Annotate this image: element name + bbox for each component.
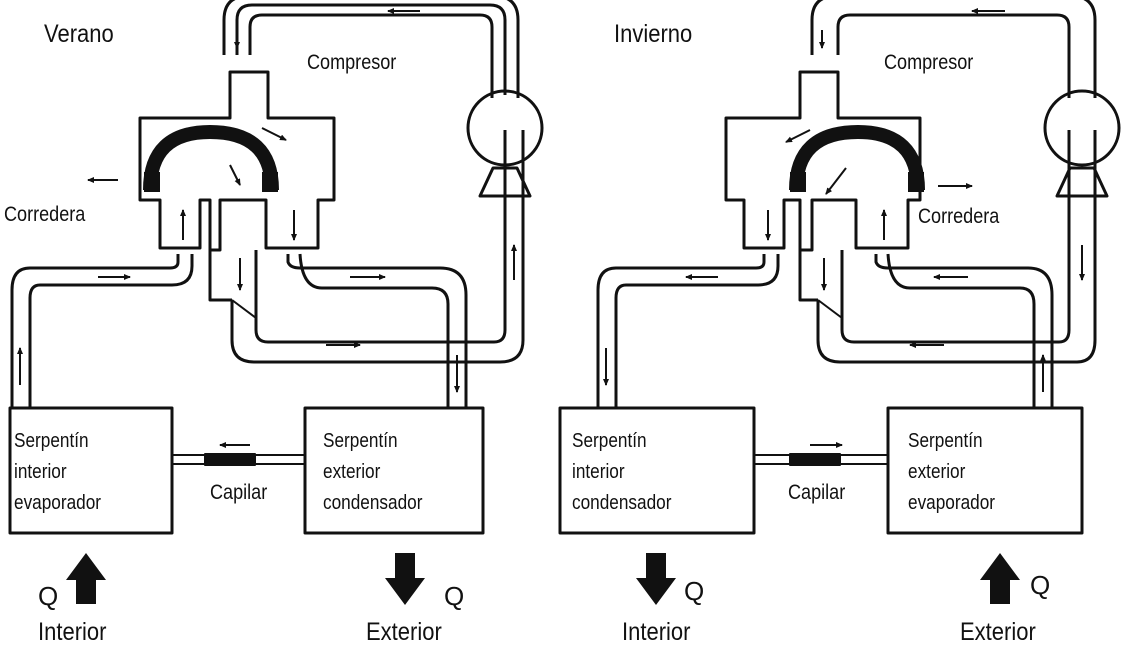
summer-outdoor-place: Exterior (366, 618, 442, 646)
summer-indoor-coil-line3: evaporador (14, 492, 102, 514)
winter-indoor-q: Q (684, 576, 705, 606)
winter-indoor-place: Interior (622, 618, 691, 646)
summer-indoor-place: Interior (38, 618, 107, 646)
heat-arrow-indoor-right (636, 553, 676, 605)
heat-arrow-outdoor-left (385, 553, 425, 605)
compressor-right (1043, 89, 1121, 198)
heat-arrow-indoor-left (66, 553, 106, 604)
summer-outdoor-coil-line3: condensador (323, 492, 423, 514)
winter-outdoor-coil-label: Serpentín exterior evaporador (908, 426, 995, 519)
indoor-coil-left (8, 406, 174, 535)
summer-panel (8, 0, 544, 605)
winter-outdoor-coil-line2: exterior (908, 461, 966, 483)
capillary-left (172, 453, 305, 466)
winter-capillary-label: Capilar (788, 481, 846, 504)
winter-slide-label: Corredera (918, 205, 1000, 228)
summer-outdoor-coil-label: Serpentín exterior condensador (323, 426, 422, 519)
reversing-valve-right (724, 70, 925, 252)
winter-compressor-label: Compresor (884, 51, 974, 74)
summer-indoor-coil-label: Serpentín interior evaporador (14, 426, 101, 519)
flow-arrows-right (603, 8, 1085, 448)
outdoor-coil-right (886, 406, 1084, 535)
summer-outdoor-coil-line1: Serpentín (323, 430, 398, 452)
discharge-pipe-left (222, 0, 520, 98)
summer-outdoor-q: Q (444, 581, 465, 611)
outdoor-pipe-left (286, 253, 468, 408)
winter-indoor-coil-label: Serpentín interior condensador (572, 426, 671, 519)
summer-outdoor-coil-line2: exterior (323, 461, 381, 483)
winter-panel (558, 0, 1121, 605)
summer-indoor-q: Q (38, 581, 59, 611)
indoor-coil-right (558, 406, 756, 535)
outdoor-pipe-right (874, 253, 1054, 408)
winter-outdoor-q: Q (1030, 570, 1051, 600)
indoor-pipe-left (10, 254, 194, 408)
flow-arrows-left (17, 8, 517, 448)
indoor-pipe-right (596, 254, 780, 408)
suction-pipe-left (208, 130, 525, 364)
discharge-pipe-right (810, 0, 1097, 98)
winter-outdoor-coil-line1: Serpentín (908, 430, 983, 452)
summer-indoor-coil-line2: interior (14, 461, 67, 483)
heat-arrow-outdoor-right (980, 553, 1020, 604)
winter-indoor-coil-line3: condensador (572, 492, 672, 514)
winter-indoor-coil-line1: Serpentín (572, 430, 647, 452)
capillary-right (754, 453, 888, 466)
winter-outdoor-place: Exterior (960, 618, 1036, 646)
summer-compressor-label: Compresor (307, 51, 397, 74)
outdoor-coil-left (303, 406, 485, 535)
reversing-valve-left (138, 70, 336, 252)
winter-indoor-coil-line2: interior (572, 461, 625, 483)
summer-slide-label: Corredera (4, 203, 86, 226)
suction-pipe-right (798, 130, 1097, 364)
summer-capillary-label: Capilar (210, 481, 268, 504)
winter-outdoor-coil-line3: evaporador (908, 492, 996, 514)
winter-title: Invierno (614, 20, 693, 48)
summer-title: Verano (44, 20, 114, 48)
summer-indoor-coil-line1: Serpentín (14, 430, 89, 452)
